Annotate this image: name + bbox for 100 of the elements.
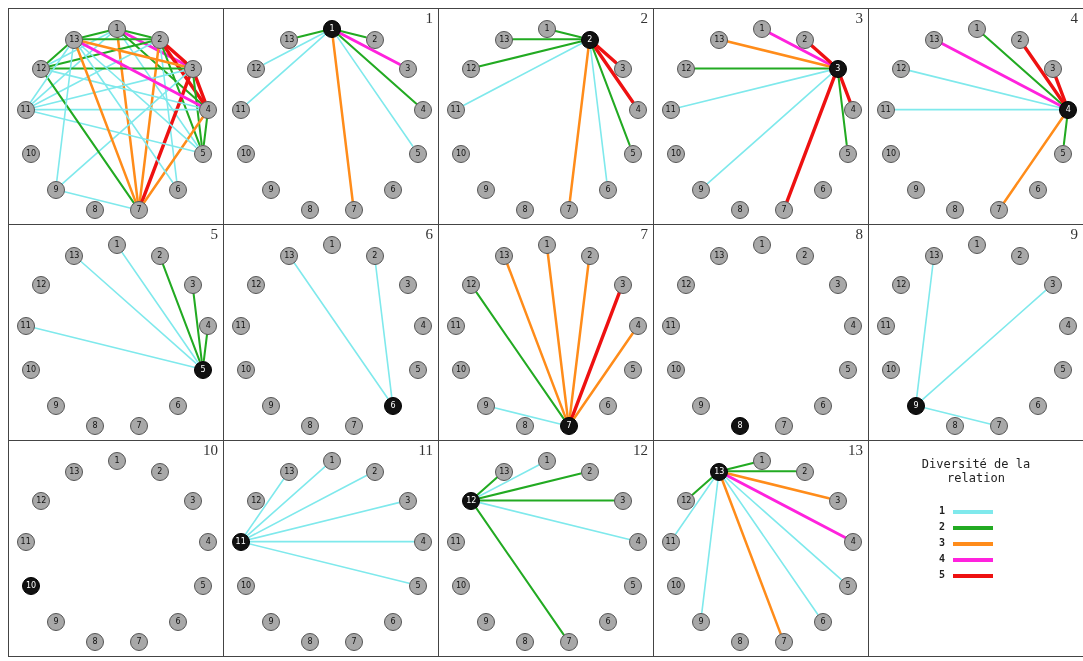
relation-line — [244, 477, 285, 536]
network-node: 4 — [629, 316, 648, 335]
network-node: 2 — [795, 246, 814, 265]
relation-line — [29, 45, 70, 104]
network-node: 4 — [414, 316, 433, 335]
relation-line — [554, 29, 582, 39]
panel-number: 11 — [418, 442, 433, 459]
relation-line — [1002, 115, 1065, 204]
network-node: 5 — [1054, 360, 1072, 379]
network-node: 1 — [538, 452, 556, 470]
panel-number: 5 — [210, 226, 218, 243]
network-node: 6 — [599, 612, 617, 631]
network-node: 8 — [515, 201, 534, 220]
relation-line — [546, 252, 569, 419]
relation-line — [49, 67, 185, 70]
relation-line — [594, 43, 618, 65]
relation-line — [31, 33, 111, 105]
network-node: 7 — [130, 633, 148, 652]
panel-number: 3 — [855, 10, 863, 27]
relation-line — [293, 261, 389, 399]
relation-line — [478, 472, 582, 500]
network-node: 2 — [795, 462, 814, 481]
relation-line — [591, 46, 631, 146]
network-node: 1 — [753, 20, 771, 38]
network-node: 2 — [365, 30, 384, 49]
network-node: 2 — [365, 462, 384, 481]
network-node: 4 — [199, 532, 218, 551]
network-node: 12 — [247, 59, 266, 78]
network-node: 2 — [150, 30, 169, 49]
network-node: 10 — [451, 360, 470, 379]
network-node: 11 — [231, 100, 250, 119]
relation-line — [493, 406, 561, 425]
relation-line — [726, 470, 797, 473]
network-node: 11 — [446, 532, 465, 551]
network-node: 11 — [661, 532, 680, 551]
relation-line — [478, 464, 540, 498]
relation-line — [246, 465, 326, 537]
network-node: 10 — [881, 360, 900, 379]
network-node: 6 — [384, 612, 402, 631]
network-node: 10 — [236, 144, 255, 163]
legend-label: 3 — [939, 537, 946, 548]
network-node: 13 — [710, 462, 729, 481]
network-node: 9 — [262, 180, 280, 199]
relation-line — [124, 29, 152, 39]
panel-number: 6 — [425, 226, 433, 243]
network-node: 10 — [21, 144, 40, 163]
network-node: 13 — [925, 246, 944, 265]
network-node: 1 — [108, 452, 126, 470]
network-node: 12 — [677, 491, 696, 510]
network-node: 12 — [247, 275, 266, 294]
relation-line — [726, 461, 755, 471]
network-node: 10 — [666, 360, 685, 379]
relation-line — [138, 46, 160, 203]
network-node: 4 — [844, 532, 863, 551]
network-node: 6 — [814, 396, 832, 415]
relation-line — [45, 74, 135, 204]
network-node: 1 — [323, 20, 341, 38]
panel-frame — [8, 8, 224, 225]
network-node: 7 — [345, 201, 363, 220]
network-node: 2 — [1010, 30, 1029, 49]
network-node: 8 — [730, 417, 749, 436]
network-node: 9 — [47, 396, 65, 415]
panel-number: 8 — [855, 226, 863, 243]
network-node: 9 — [477, 396, 495, 415]
relation-line — [475, 506, 565, 636]
network-node: 2 — [580, 462, 599, 481]
network-node: 6 — [1029, 180, 1047, 199]
network-node: 5 — [839, 144, 857, 163]
network-node: 2 — [1010, 246, 1029, 265]
network-node: 3 — [398, 491, 417, 510]
network-node: 7 — [775, 633, 793, 652]
relation-line — [785, 75, 836, 204]
network-node: 13 — [495, 246, 514, 265]
relation-line — [32, 42, 153, 107]
network-node: 8 — [85, 201, 104, 220]
network-node: 4 — [414, 100, 433, 119]
network-node: 1 — [108, 236, 126, 254]
network-node: 11 — [231, 316, 250, 335]
relation-line — [296, 29, 325, 39]
network-node: 13 — [65, 246, 84, 265]
network-node: 4 — [414, 532, 433, 551]
network-node: 7 — [130, 417, 148, 436]
network-node: 7 — [560, 633, 578, 652]
network-node: 9 — [477, 180, 495, 199]
relation-line — [674, 477, 715, 536]
network-node: 5 — [624, 360, 642, 379]
network-node: 6 — [814, 612, 832, 631]
relation-line — [982, 33, 1063, 105]
network-node: 6 — [599, 396, 617, 415]
network-node: 11 — [16, 532, 35, 551]
relation-line — [331, 36, 354, 203]
network-node: 1 — [538, 20, 556, 38]
relation-line — [691, 476, 714, 496]
network-node: 13 — [925, 30, 944, 49]
network-node: 11 — [16, 316, 35, 335]
relation-line — [78, 45, 174, 183]
legend-title: Diversité de la relation — [920, 457, 1032, 485]
network-node: 12 — [462, 491, 481, 510]
network-node: 9 — [692, 612, 710, 631]
relation-line — [462, 42, 583, 107]
